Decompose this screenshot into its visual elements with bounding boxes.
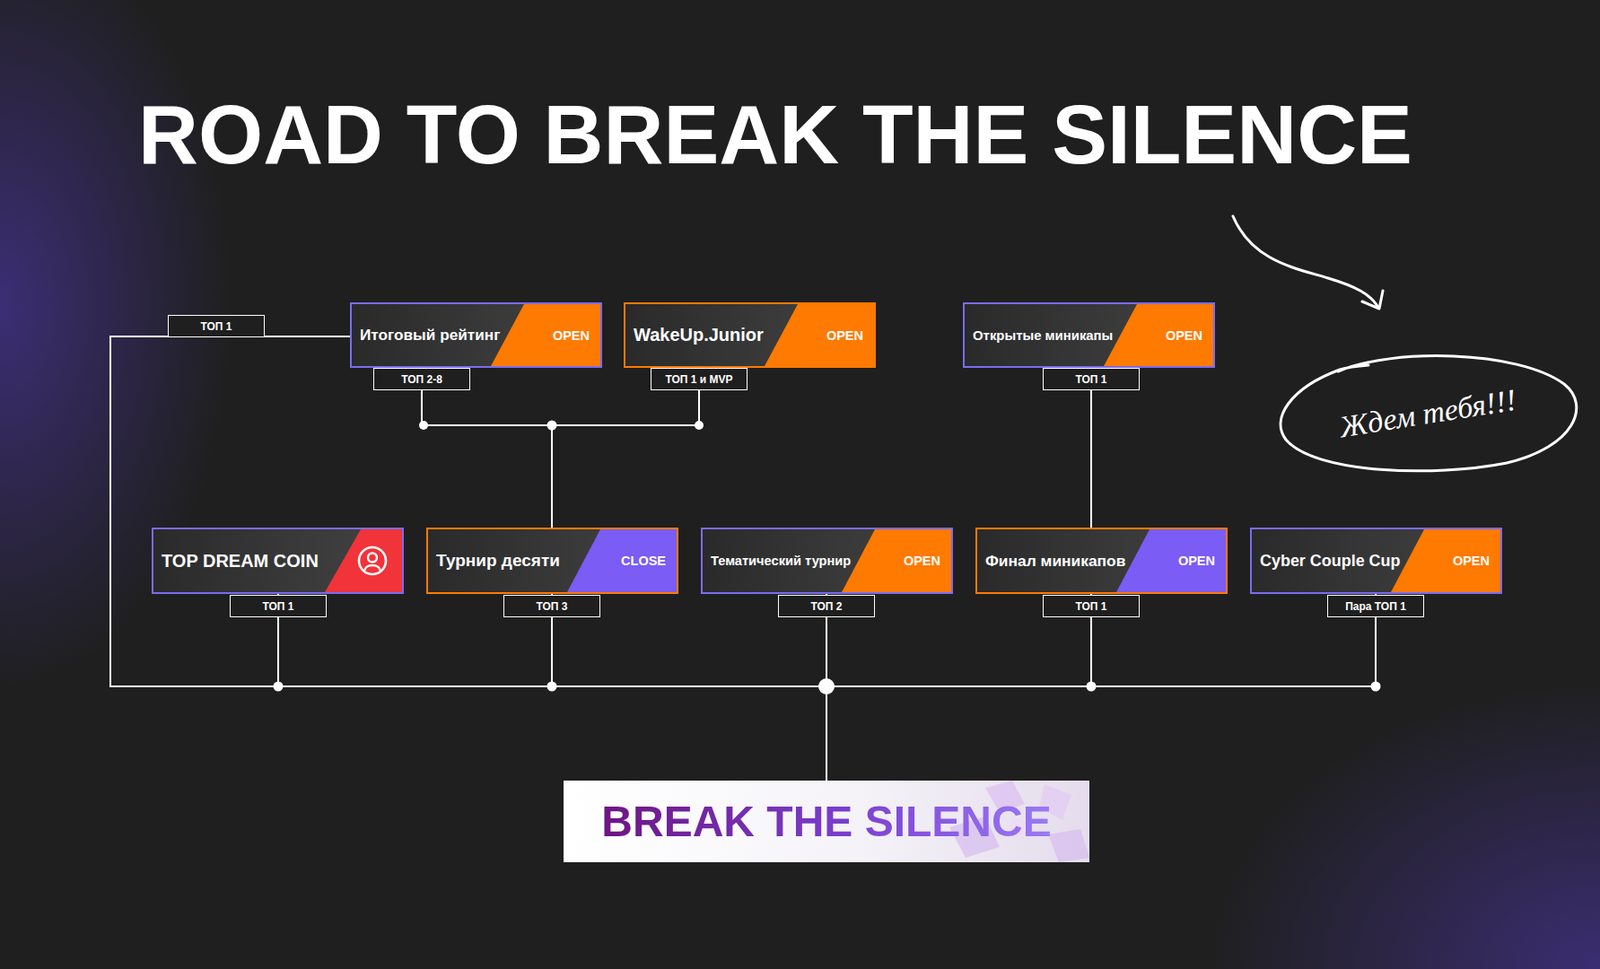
rank-tag-text: ТОП 1	[1075, 373, 1108, 386]
rank-tag: ТОП 1	[1042, 594, 1140, 618]
connector	[421, 367, 552, 528]
box-title: Финал миникапов	[985, 551, 1126, 571]
title: ROAD TO BREAK THE SILENCE	[138, 87, 1413, 182]
connector-group	[110, 336, 1376, 781]
rank-tag: Пара ТОП 1	[1327, 594, 1425, 618]
curved-arrow-head	[1362, 290, 1383, 309]
status-tab: OPEN	[764, 304, 875, 367]
box-title: Тематический турнир	[710, 553, 851, 569]
crystal	[1048, 829, 1090, 863]
status-text: OPEN	[552, 328, 590, 343]
junction-dot	[1371, 681, 1382, 692]
box-title: Турнир десяти	[436, 550, 560, 571]
junction-dots	[273, 420, 1382, 696]
rank-tag-text: ТОП 2	[811, 600, 843, 613]
connector	[551, 367, 700, 528]
status-text: OPEN	[903, 553, 941, 569]
hand-drawn-arrow	[1232, 216, 1383, 309]
user-icon	[356, 544, 389, 578]
junction-dot	[547, 681, 558, 692]
rank-tag: ТОП 3	[503, 594, 601, 618]
tournament-box: WakeUp.Junior OPEN	[623, 302, 876, 368]
user-icon-ring	[358, 547, 386, 575]
user-icon-head	[367, 553, 377, 563]
junction-dot	[694, 420, 704, 430]
final-banner: BREAK THE SILENCE	[563, 780, 1090, 863]
tournament-box: Cyber Couple Cup OPEN	[1250, 527, 1503, 595]
rank-tag: ТОП 2	[778, 594, 875, 618]
tournament-box: Финал миникапов OPEN	[975, 527, 1228, 595]
status-text: CLOSE	[620, 553, 666, 569]
oval-stroke	[1280, 356, 1577, 472]
box-title: Открытые миникапы	[972, 328, 1113, 343]
junction-dot	[1086, 681, 1097, 692]
rank-tag: ТОП 1	[229, 594, 327, 618]
box-title: TOP DREAM COIN	[161, 550, 319, 572]
callout-oval: Ждем тебя!!!	[1275, 351, 1582, 475]
handwritten-note: Ждем тебя!!!	[1337, 382, 1520, 445]
rank-tag: ТОП 2-8	[373, 367, 471, 391]
rank-tag-text: ТОП 1	[1075, 600, 1108, 613]
banner-title: BREAK THE SILENCE	[601, 796, 1051, 847]
junction-dot	[419, 420, 429, 430]
status-text: OPEN	[826, 328, 864, 343]
rank-tag-text: ТОП 3	[536, 600, 569, 613]
status-text: OPEN	[1452, 553, 1490, 569]
rank-tag: ТОП 1 и MVP	[650, 367, 748, 391]
junction-dot	[818, 678, 835, 695]
connector	[551, 594, 827, 781]
connector	[278, 594, 827, 781]
status-tab: OPEN	[490, 304, 601, 367]
curved-arrow-line	[1232, 216, 1379, 308]
box-title: WakeUp.Junior	[633, 324, 764, 346]
status-tab: OPEN	[841, 529, 952, 593]
rank-tag-text: Пара ТОП 1	[1345, 600, 1407, 613]
status-tab: OPEN	[1390, 529, 1501, 593]
tournament-box: Турнир десяти CLOSE	[426, 527, 679, 595]
tournament-box: Итоговый рейтинг OPEN	[349, 302, 603, 368]
rank-tag-text: ТОП 2-8	[401, 373, 443, 386]
connector	[826, 594, 1376, 781]
rank-tag: ТОП 1	[1042, 367, 1140, 391]
rank-tag-text: ТОП 1	[262, 600, 295, 613]
box-title: Cyber Couple Cup	[1259, 551, 1400, 571]
rank-tag-text: ТОП 1	[201, 320, 233, 333]
rank-tag: ТОП 1	[167, 314, 265, 338]
status-tab	[324, 529, 403, 593]
connector	[1090, 367, 1093, 528]
box-title: Итоговый рейтинг	[359, 325, 500, 345]
rank-tag-text: ТОП 1 и MVP	[664, 373, 733, 386]
tournament-box: Открытые миникапы OPEN	[962, 302, 1216, 368]
status-text: OPEN	[1165, 328, 1203, 343]
status-tab: OPEN	[1116, 529, 1226, 593]
tournament-box: Тематический турнир OPEN	[700, 527, 954, 595]
junction-dot	[273, 681, 284, 692]
junction-dot	[547, 420, 558, 431]
tournament-box: TOP DREAM COIN	[151, 527, 404, 595]
status-tab: CLOSE	[567, 529, 677, 593]
user-icon-body	[365, 565, 381, 570]
title-wrap: ROAD TO BREAK THE SILENCE	[0, 93, 1551, 177]
status-text: OPEN	[1178, 553, 1216, 569]
status-tab: OPEN	[1103, 304, 1214, 367]
